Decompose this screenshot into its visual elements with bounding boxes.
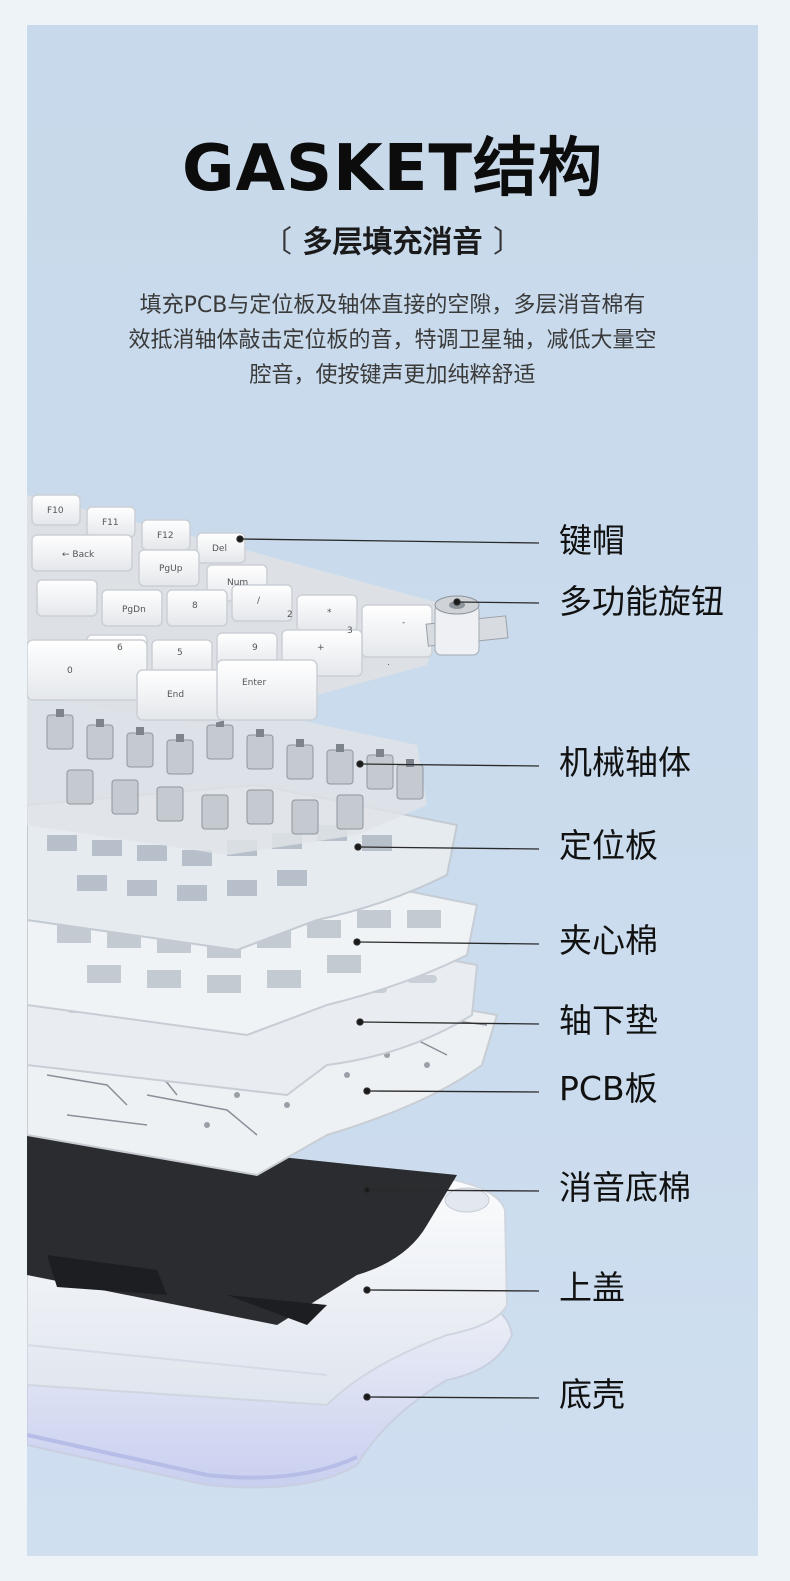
keycap-legend: - [402, 618, 405, 628]
description: 填充PCB与定位板及轴体直接的空隙，多层消音棉有 效抵消轴体敲击定位板的音，特调… [87, 288, 698, 393]
keycap-legend: 6 [117, 643, 123, 653]
description-line-2: 效抵消轴体敲击定位板的音，特调卫星轴，减低大量空 [128, 328, 657, 353]
keycap-legend: Del [212, 544, 227, 554]
keycap-legend: + [317, 643, 325, 653]
keycap-legend: ← Back [62, 550, 95, 560]
description-line-1: 填充PCB与定位板及轴体直接的空隙，多层消音棉有 [139, 293, 646, 318]
switch-shapes [27, 675, 427, 855]
keycap-legend: PgUp [159, 564, 183, 574]
keycap-legend: 8 [192, 601, 198, 611]
keycap-legend: F12 [157, 531, 174, 541]
keycap-legend: 9 [252, 643, 258, 653]
label-bottom-foam: 消音底棉 [559, 1168, 691, 1207]
keycap-legend: Enter [242, 678, 266, 688]
label-pad: 轴下垫 [559, 1001, 658, 1040]
subtitle: 〔 多层填充消音 〕 [27, 217, 758, 261]
keycap-legend: . [387, 658, 390, 668]
description-line-3: 腔音，使按键声更加纯粹舒适 [249, 363, 536, 388]
leader-lines [236, 535, 540, 1401]
label-plate: 定位板 [559, 826, 658, 865]
label-knob: 多功能旋钮 [559, 582, 724, 621]
exploded-keyboard-illustration: F10 F11 F12 Del ← Back Num PgUp PgDn End… [27, 494, 540, 1489]
keycap-legend: / [257, 596, 261, 606]
subtitle-close-bracket: 〕 [492, 225, 523, 260]
keycap-legend: F11 [102, 518, 119, 528]
keycap-legend: * [327, 608, 332, 618]
keycap-legend: End [167, 690, 184, 700]
subtitle-open-bracket: 〔 [262, 225, 293, 260]
keycap-legend: 2 [287, 610, 293, 620]
keycap-legend: F10 [47, 506, 64, 516]
keycap-shapes: F10 F11 F12 Del ← Back Num PgUp PgDn End… [27, 494, 447, 725]
bottom-foam-shape [27, 1130, 457, 1325]
keycap-legend: 3 [347, 626, 353, 636]
keycap-legend: PgDn [122, 605, 146, 615]
keycap-legend: Num [227, 578, 248, 588]
label-bottom-case: 底壳 [559, 1375, 625, 1414]
subtitle-text: 多层填充消音 [302, 225, 483, 260]
label-pcb: PCB板 [559, 1069, 658, 1108]
keycap-legend: 5 [177, 648, 183, 658]
product-panel: GASKET结构 〔 多层填充消音 〕 填充PCB与定位板及轴体直接的空隙，多层… [27, 25, 758, 1556]
label-top-case: 上盖 [559, 1268, 625, 1307]
label-switch: 机械轴体 [559, 743, 691, 782]
knob-shape [425, 595, 509, 656]
label-keycap: 键帽 [559, 521, 625, 560]
label-foam: 夹心棉 [559, 921, 658, 960]
page-title: GASKET结构 [181, 132, 604, 206]
keycap-legend: 0 [67, 666, 73, 676]
